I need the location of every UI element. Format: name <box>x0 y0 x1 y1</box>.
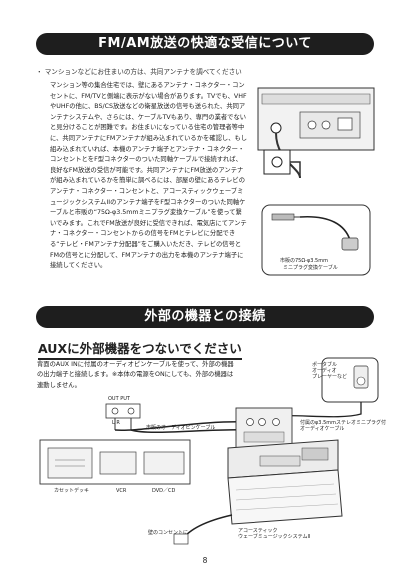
bullet-note: ・ マンションなどにお住まいの方は、共同アンテナを調べてください <box>36 68 242 76</box>
aux-subtitle: AUXに外部機器をつないでください <box>38 338 242 360</box>
unit-rear-panel <box>235 407 293 449</box>
portable-player-label: ポータブル オーディオ プレーヤーなど <box>312 362 348 380</box>
system-label: アコースティック ウェーブミュージックシステムII <box>238 528 311 540</box>
cassette-label: カセットデッキ <box>54 488 90 494</box>
pin-cable-label: 市販のオーディオピンケーブル <box>146 425 216 431</box>
page-number: 8 <box>202 556 208 565</box>
section-heading-external: 外部の機器との接続 <box>36 306 374 328</box>
lr-label: L R <box>112 420 120 426</box>
portable-player-box <box>321 357 379 403</box>
aux-paragraph: 背面のAUX INに付属のオーディオピンケーブルを使って、外部の機器の出力端子と… <box>37 361 234 389</box>
output-jacks <box>105 403 141 419</box>
dvd-label: DVD／CD <box>152 488 176 494</box>
music-system-unit <box>227 439 343 525</box>
coax-cable <box>263 132 301 179</box>
source-devices <box>39 439 191 485</box>
output-label: OUT PUT <box>108 396 130 402</box>
outlet-label: 壁のコンセントに <box>148 530 189 536</box>
vcr-label: VCR <box>116 488 127 494</box>
section-heading-fm-am: FM/AM放送の快適な受信について <box>36 33 374 55</box>
unit-rear-illustration <box>257 87 375 151</box>
adapter-cable-box <box>261 204 371 276</box>
cable-caption: 市販の75Ω-φ3.5mm ミニプラグ変換ケーブル <box>280 257 338 271</box>
mini-cable-label: 付属のφ3.5mmステレオミニプラグ付 オーディオケーブル <box>300 420 386 432</box>
antenna-paragraph: マンション等の集合住宅では、壁にあるアンテナ・コネクター・コンセントに、FM/T… <box>50 82 248 270</box>
